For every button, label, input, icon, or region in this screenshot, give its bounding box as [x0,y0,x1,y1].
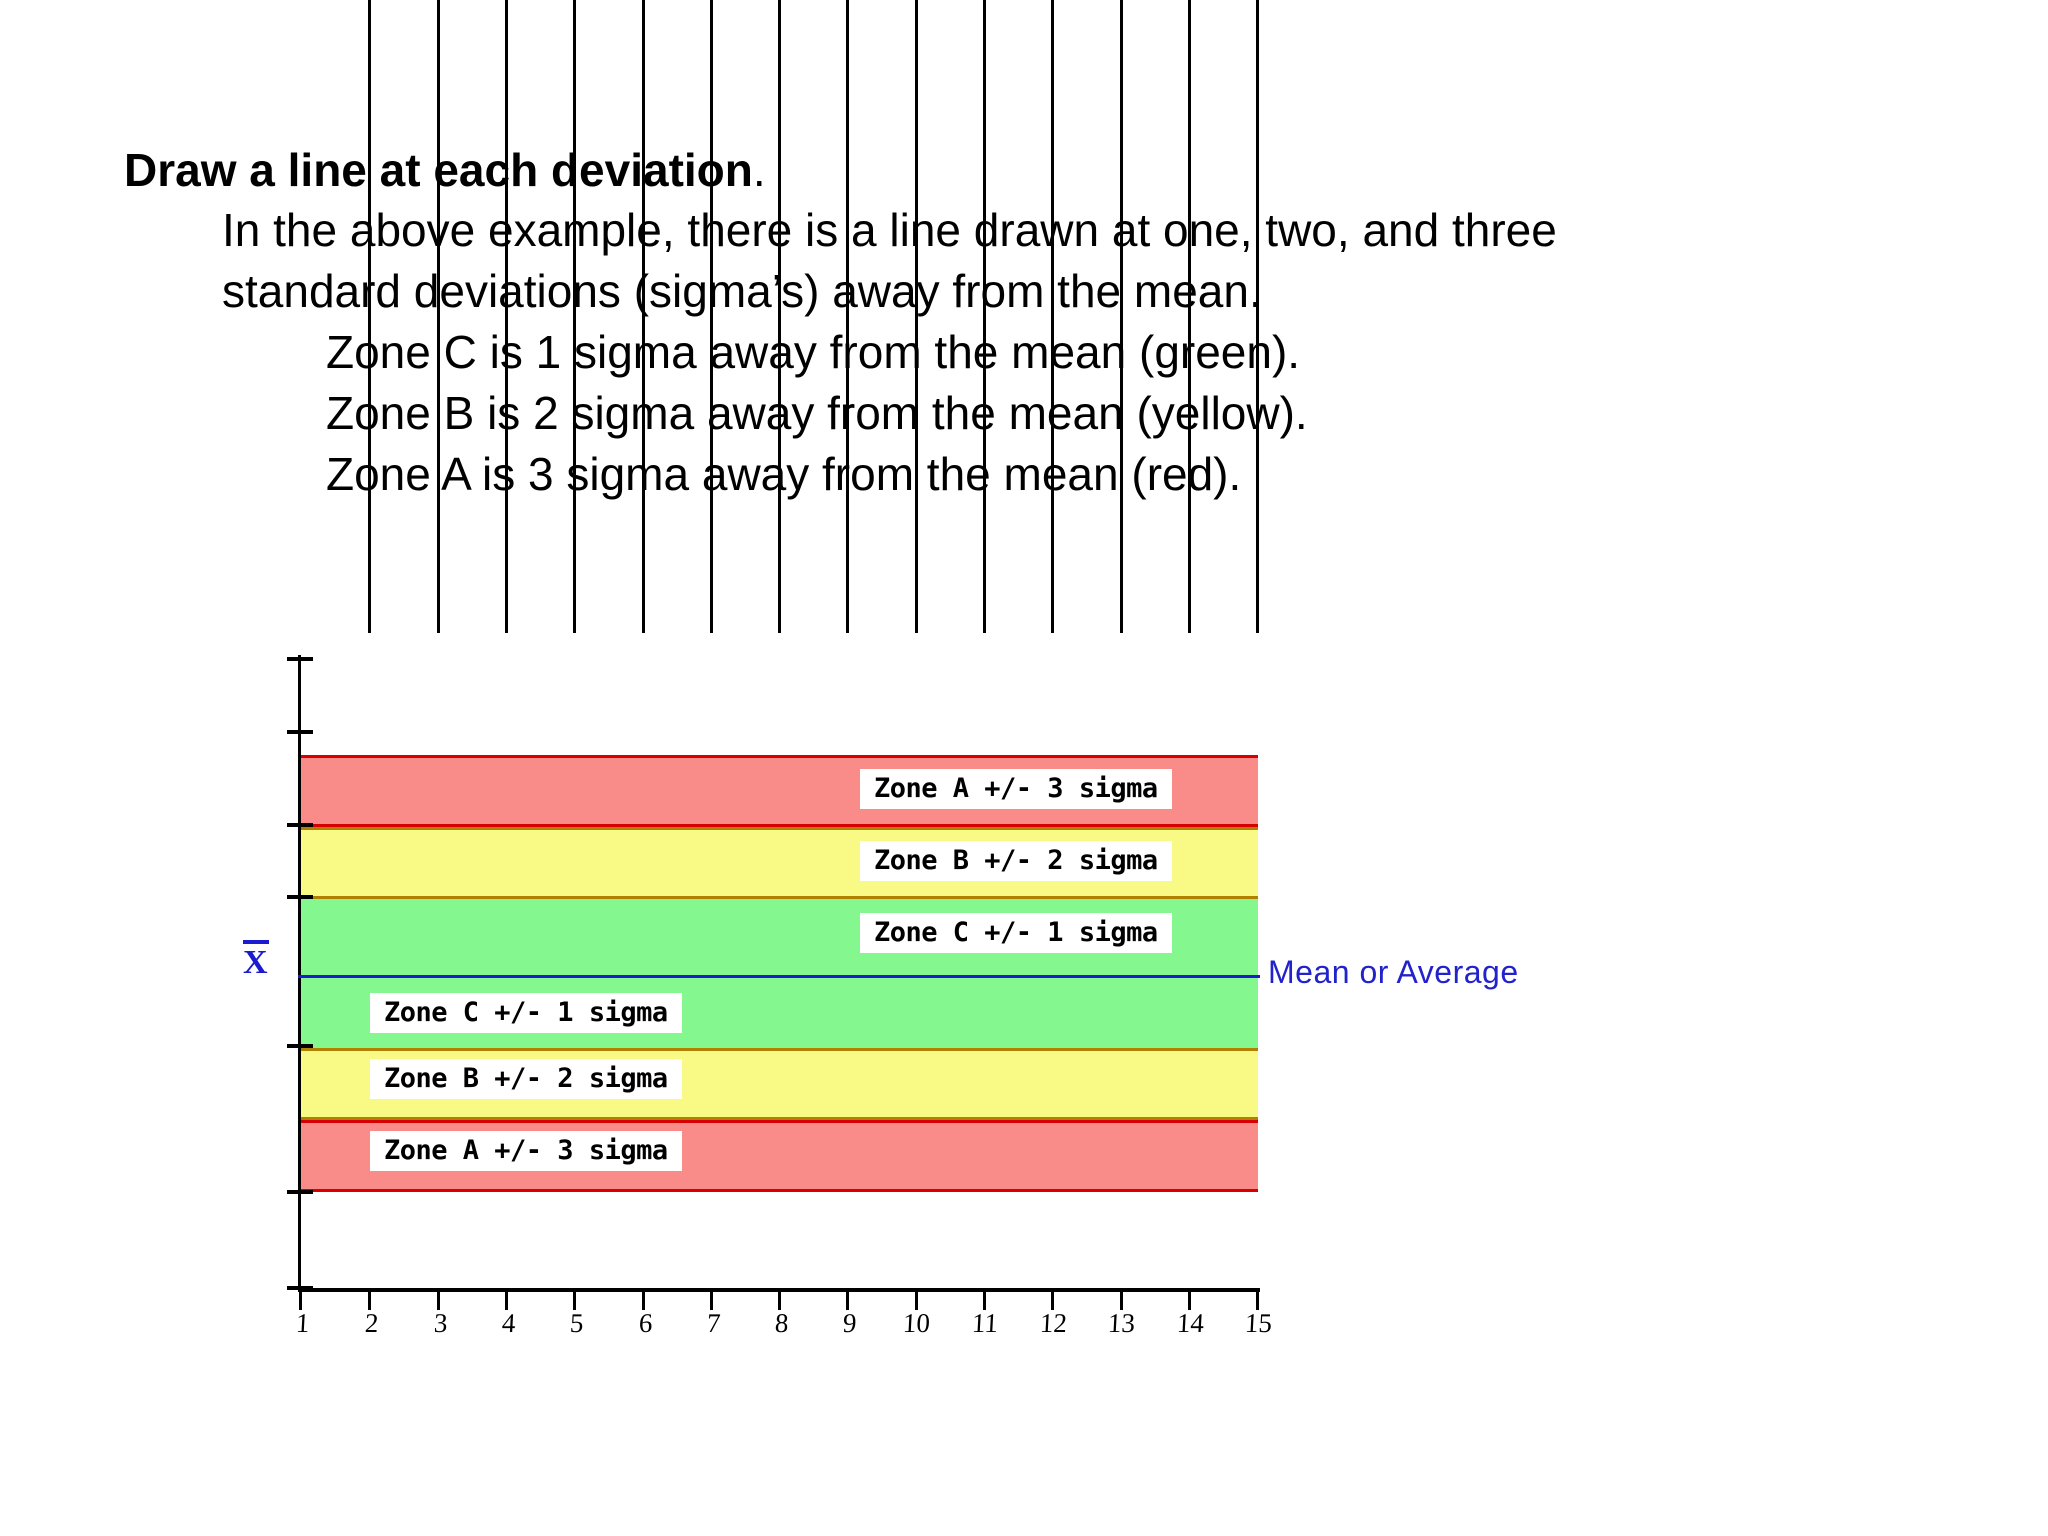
x-tick-label-1: 1 [295,1308,311,1338]
band-zone-b-upper [300,827,1258,899]
tag-zone-b-upper: Zone B +/- 2 sigma [860,841,1172,881]
gridline-x-11 [983,0,986,633]
x-tick-7 [710,1288,713,1310]
band-zone-a-upper [300,755,1258,827]
gridline-x-5 [573,0,576,633]
x-tick-9 [846,1288,849,1310]
x-tick-12 [1051,1288,1054,1310]
x-tick-label-12: 12 [1039,1308,1068,1338]
tag-zone-a-upper: Zone A +/- 3 sigma [860,769,1172,809]
gridline-x-14 [1188,0,1191,633]
x-tick-15 [1256,1288,1259,1310]
tag-zone-c-upper: Zone C +/- 1 sigma [860,913,1172,953]
slide-body-line-5: Zone A is 3 sigma away from the mean (re… [326,448,1242,500]
x-tick-label-6: 6 [638,1308,654,1338]
x-tick-1 [299,1288,302,1310]
gridline-x-7 [710,0,713,633]
x-tick-label-15: 15 [1244,1308,1273,1338]
x-tick-14 [1188,1288,1191,1310]
mean-or-average-label: Mean or Average [1268,954,1519,990]
x-tick-label-10: 10 [902,1308,931,1338]
tag-zone-c-lower: Zone C +/- 1 sigma [370,993,682,1033]
slide-body-line-2: standard deviations (sigma’s) away from … [222,265,1262,317]
x-bar-overline [243,940,269,944]
x-tick-label-14: 14 [1176,1308,1205,1338]
mean-line [298,975,1260,978]
y-tick-minus3 [287,1190,313,1194]
x-tick-label-2: 2 [364,1308,380,1338]
x-tick-10 [915,1288,918,1310]
x-tick-2 [368,1288,371,1310]
x-tick-label-8: 8 [774,1308,790,1338]
y-tick-top [287,657,313,661]
x-tick-label-3: 3 [433,1308,449,1338]
gridline-x-9 [846,0,849,633]
x-tick-8 [778,1288,781,1310]
x-tick-13 [1120,1288,1123,1310]
gridline-x-8 [778,0,781,633]
slide-body-line-4: Zone B is 2 sigma away from the mean (ye… [326,387,1308,439]
tag-zone-b-lower: Zone B +/- 2 sigma [370,1059,682,1099]
x-tick-label-11: 11 [971,1308,999,1338]
gridline-x-15 [1256,0,1259,633]
x-tick-6 [642,1288,645,1310]
slide-heading-period: . [752,144,766,196]
x-bar-letter: X [243,944,268,981]
slide-body-line-3: Zone C is 1 sigma away from the mean (gr… [326,326,1301,378]
x-tick-label-9: 9 [842,1308,858,1338]
y-tick-1sigma [287,1044,313,1048]
x-tick-4 [505,1288,508,1310]
gridline-x-12 [1051,0,1054,633]
x-tick-label-5: 5 [569,1308,585,1338]
gridline-x-10 [915,0,918,633]
gridline-x-13 [1120,0,1123,633]
tag-zone-a-lower: Zone A +/- 3 sigma [370,1131,682,1171]
x-tick-label-13: 13 [1107,1308,1136,1338]
y-tick-3sigma [287,823,313,827]
y-tick-4sigma [287,730,313,734]
y-axis [298,655,301,1288]
slide-body-line-1: In the above example, there is a line dr… [222,204,1557,256]
y-tick-2sigma [287,895,313,899]
x-bar-symbol: X [243,940,269,980]
x-tick-11 [983,1288,986,1310]
x-tick-label-7: 7 [706,1308,722,1338]
gridline-x-2 [368,0,371,633]
gridline-x-6 [642,0,645,633]
x-tick-3 [437,1288,440,1310]
gridline-x-4 [505,0,508,633]
x-tick-label-4: 4 [501,1308,517,1338]
x-tick-5 [573,1288,576,1310]
gridline-x-3 [437,0,440,633]
